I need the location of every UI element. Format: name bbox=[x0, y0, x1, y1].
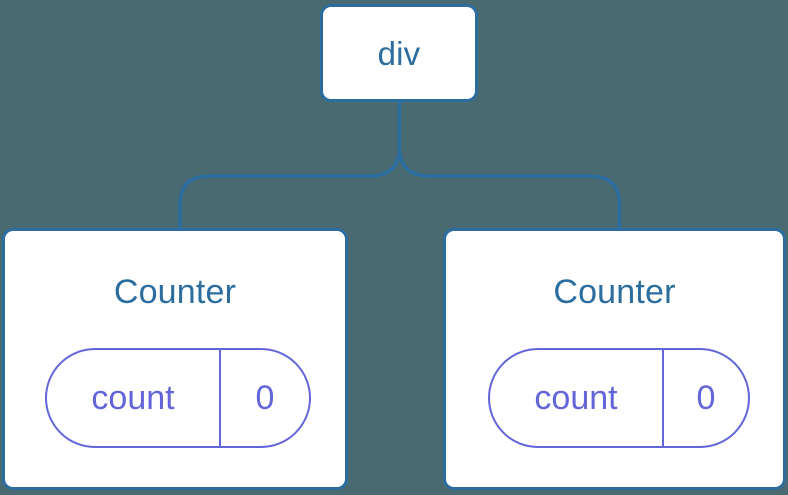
connector-branch-left-icon bbox=[178, 146, 402, 231]
counter-right-title: Counter bbox=[553, 273, 676, 311]
counter-right-state-key: count bbox=[490, 350, 664, 446]
node-counter-right[interactable]: Counter count 0 bbox=[443, 228, 786, 490]
counter-left-state-pill[interactable]: count 0 bbox=[45, 348, 311, 448]
node-counter-left[interactable]: Counter count 0 bbox=[2, 228, 348, 490]
counter-left-state-value: 0 bbox=[255, 379, 275, 417]
counter-right-state-value: 0 bbox=[696, 379, 716, 417]
counter-left-title: Counter bbox=[113, 273, 237, 311]
connector-branch-right-icon bbox=[397, 146, 622, 231]
root-node-label: div bbox=[377, 34, 421, 72]
counter-right-state-pill[interactable]: count 0 bbox=[488, 348, 750, 448]
counter-left-state-key: count bbox=[47, 350, 221, 446]
node-root-div[interactable]: div bbox=[320, 4, 478, 102]
